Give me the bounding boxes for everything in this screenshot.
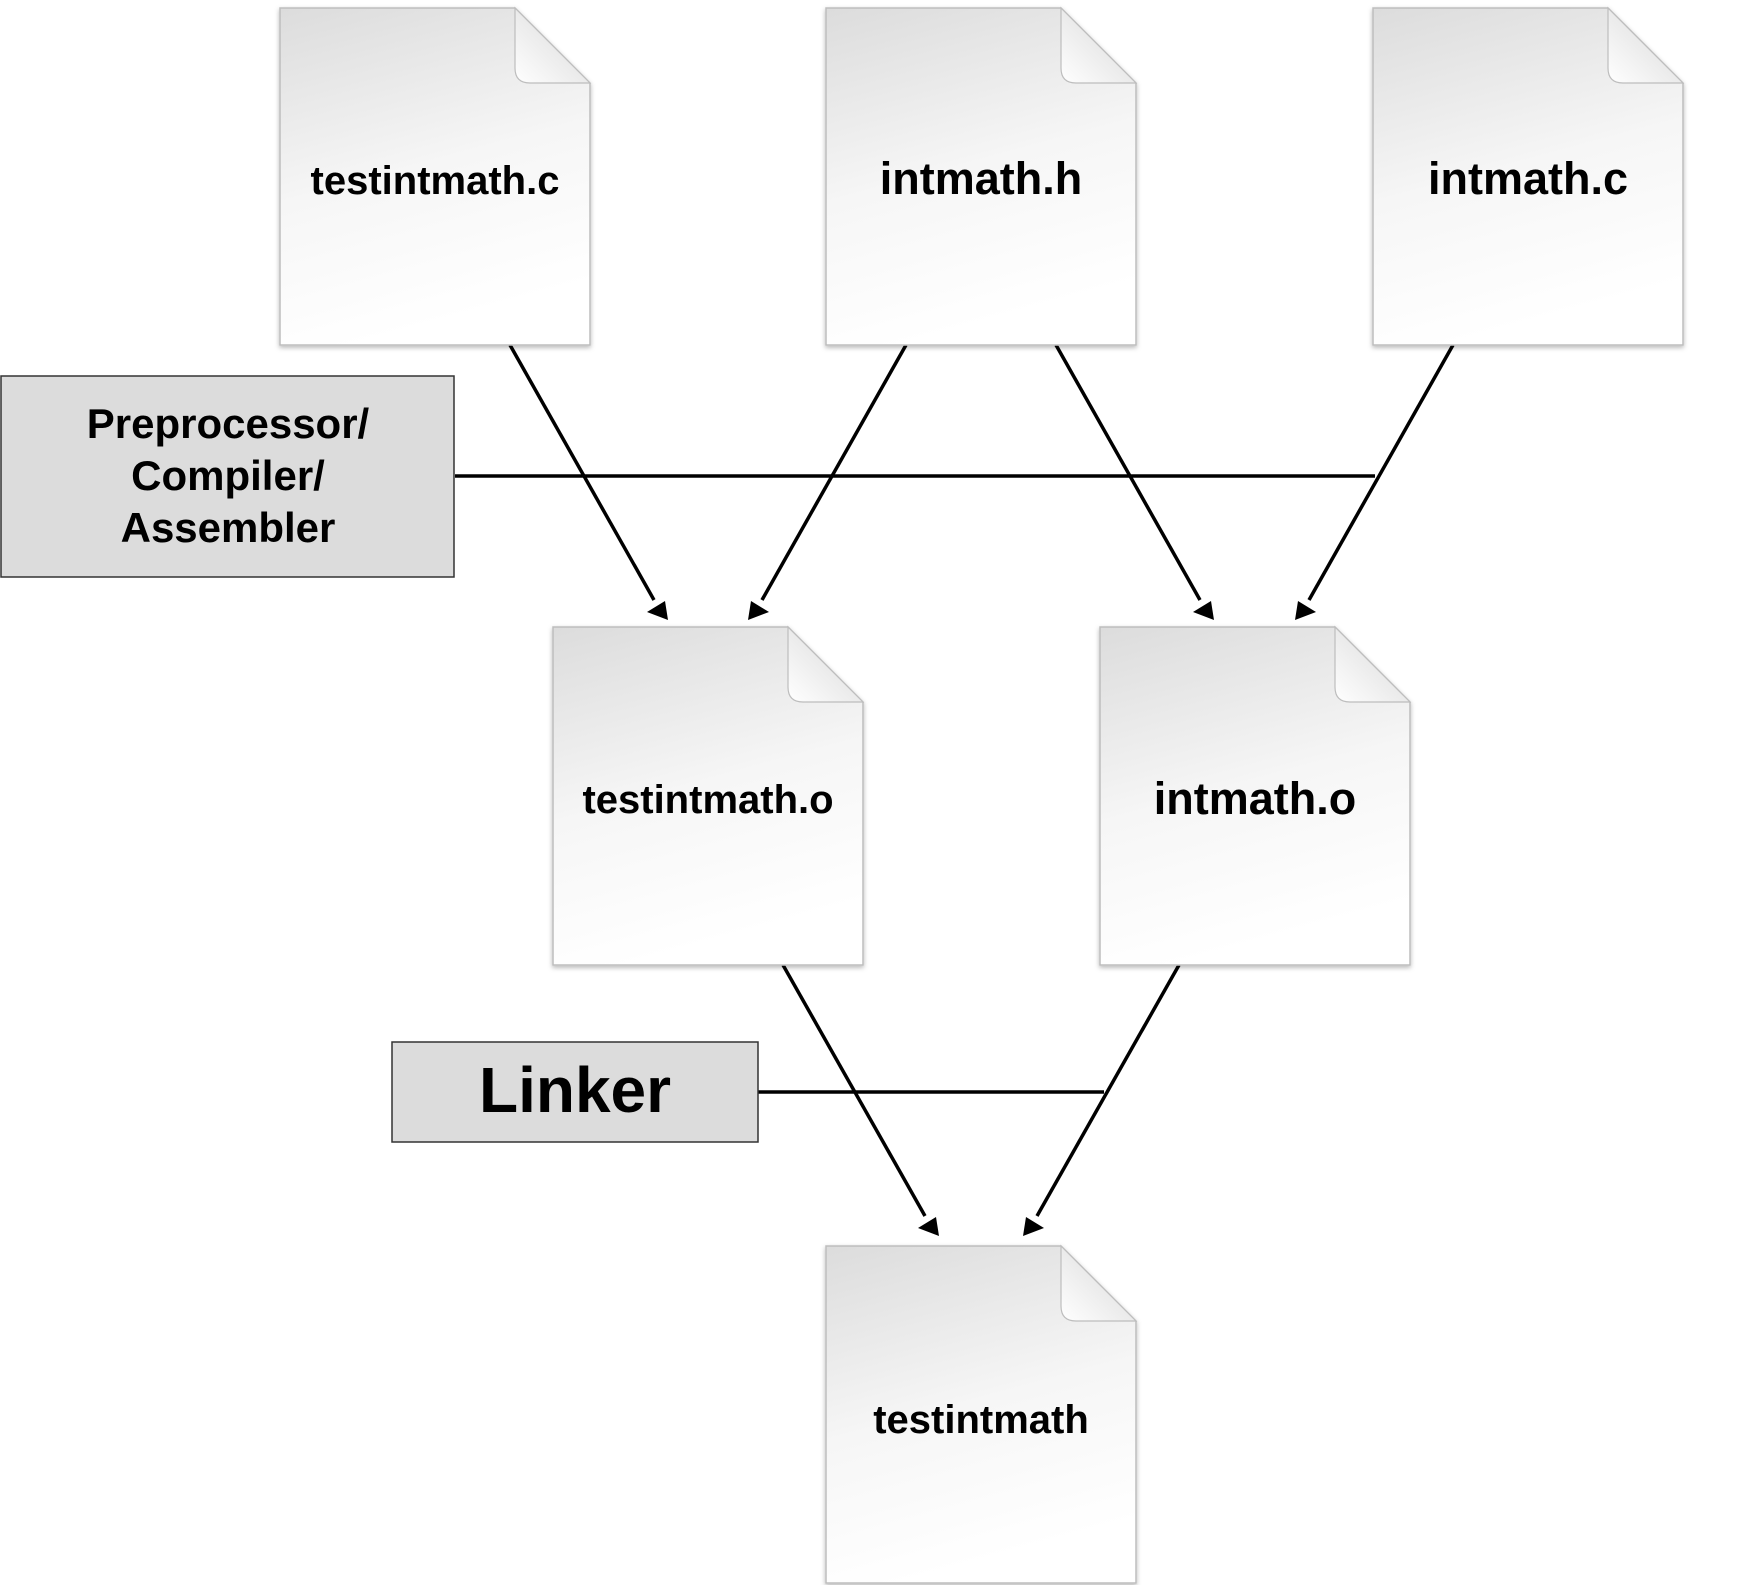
document-icon bbox=[825, 6, 1138, 346]
arrow-intmath-h-to-testintmath-o bbox=[748, 344, 908, 620]
linker-stage-label: Linker bbox=[479, 1054, 671, 1126]
arrow-intmath-o-to-testintmath bbox=[1023, 964, 1181, 1236]
compile-stage-line-1: Preprocessor/ bbox=[87, 400, 370, 447]
compile-stage-box: Preprocessor/ Compiler/ Assembler bbox=[0, 375, 455, 578]
compile-stage-line-2: Compiler/ bbox=[131, 452, 325, 499]
file-label-testintmath-o: testintmath.o bbox=[582, 778, 833, 822]
arrow-intmath-c-to-intmath-o bbox=[1295, 344, 1455, 620]
document-icon bbox=[1372, 6, 1685, 346]
file-intmath-h[interactable]: intmath.h bbox=[825, 6, 1138, 346]
file-label-testintmath: testintmath bbox=[873, 1398, 1089, 1442]
document-icon bbox=[552, 625, 865, 966]
file-label-testintmath-c: testintmath.c bbox=[311, 159, 560, 203]
document-icon bbox=[279, 6, 592, 346]
arrows bbox=[508, 344, 1455, 1236]
compile-stage-line-3: Assembler bbox=[121, 504, 336, 551]
arrow-testintmath-c-to-testintmath-o bbox=[508, 344, 668, 620]
file-testintmath[interactable]: testintmath bbox=[825, 1244, 1138, 1584]
linker-stage-box: Linker bbox=[391, 1041, 759, 1143]
file-label-intmath-h: intmath.h bbox=[880, 153, 1082, 204]
file-intmath-c[interactable]: intmath.c bbox=[1372, 6, 1685, 346]
file-testintmath-o[interactable]: testintmath.o bbox=[552, 625, 865, 966]
file-label-intmath-o: intmath.o bbox=[1154, 773, 1356, 824]
stage-connectors bbox=[455, 474, 1375, 1094]
document-icon bbox=[825, 1244, 1138, 1584]
file-label-intmath-c: intmath.c bbox=[1428, 153, 1628, 204]
file-testintmath-c[interactable]: testintmath.c bbox=[279, 6, 592, 346]
arrow-intmath-h-to-intmath-o bbox=[1054, 344, 1214, 620]
document-icon bbox=[1099, 625, 1412, 966]
file-intmath-o[interactable]: intmath.o bbox=[1099, 625, 1412, 966]
arrow-testintmath-o-to-testintmath bbox=[781, 964, 939, 1236]
